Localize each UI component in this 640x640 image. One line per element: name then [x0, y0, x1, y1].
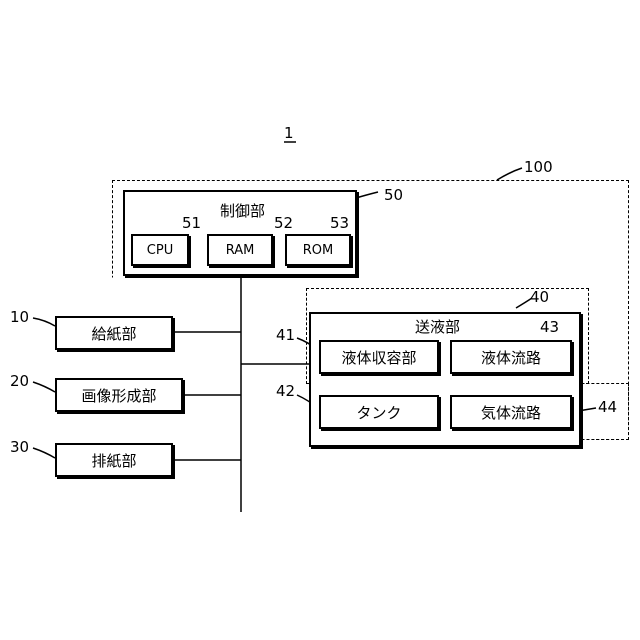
ref-52: 52 [274, 216, 293, 231]
ref-10: 10 [10, 310, 29, 325]
ram-label: RAM [226, 243, 255, 258]
liquid-send-title: 送液部 [415, 320, 460, 335]
tank-label: タンク [356, 402, 401, 423]
ref-40: 40 [530, 290, 549, 305]
liquid-storage-label: 液体収容部 [341, 347, 416, 368]
ref-51: 51 [182, 216, 201, 231]
control-title: 制御部 [220, 204, 265, 219]
image-forming-unit: 画像形成部 [55, 378, 183, 412]
liquid-path-label: 液体流路 [481, 347, 541, 368]
feed-label: 給紙部 [91, 323, 136, 344]
gas-path-label: 気体流路 [481, 402, 541, 423]
rom-label: ROM [303, 243, 333, 258]
ref-30: 30 [10, 440, 29, 455]
ref-53: 53 [330, 216, 349, 231]
image-label: 画像形成部 [81, 385, 156, 406]
ref-20: 20 [10, 374, 29, 389]
rom-box: ROM [285, 234, 351, 266]
cpu-label: CPU [147, 243, 173, 258]
ref-42: 42 [276, 384, 295, 399]
ram-box: RAM [207, 234, 273, 266]
ref-41: 41 [276, 328, 295, 343]
tank-box: タンク [319, 395, 439, 429]
gas-path-box: 気体流路 [450, 395, 572, 429]
ref-50: 50 [384, 188, 403, 203]
liquid-storage-box: 液体収容部 [319, 340, 439, 374]
cpu-box: CPU [131, 234, 189, 266]
ref-44: 44 [598, 400, 617, 415]
eject-unit: 排紙部 [55, 443, 173, 477]
figure-label: 1 [284, 126, 294, 141]
ref-100: 100 [524, 160, 553, 175]
eject-label: 排紙部 [91, 450, 136, 471]
feed-unit: 給紙部 [55, 316, 173, 350]
ref-43: 43 [540, 320, 559, 335]
liquid-path-box: 液体流路 [450, 340, 572, 374]
